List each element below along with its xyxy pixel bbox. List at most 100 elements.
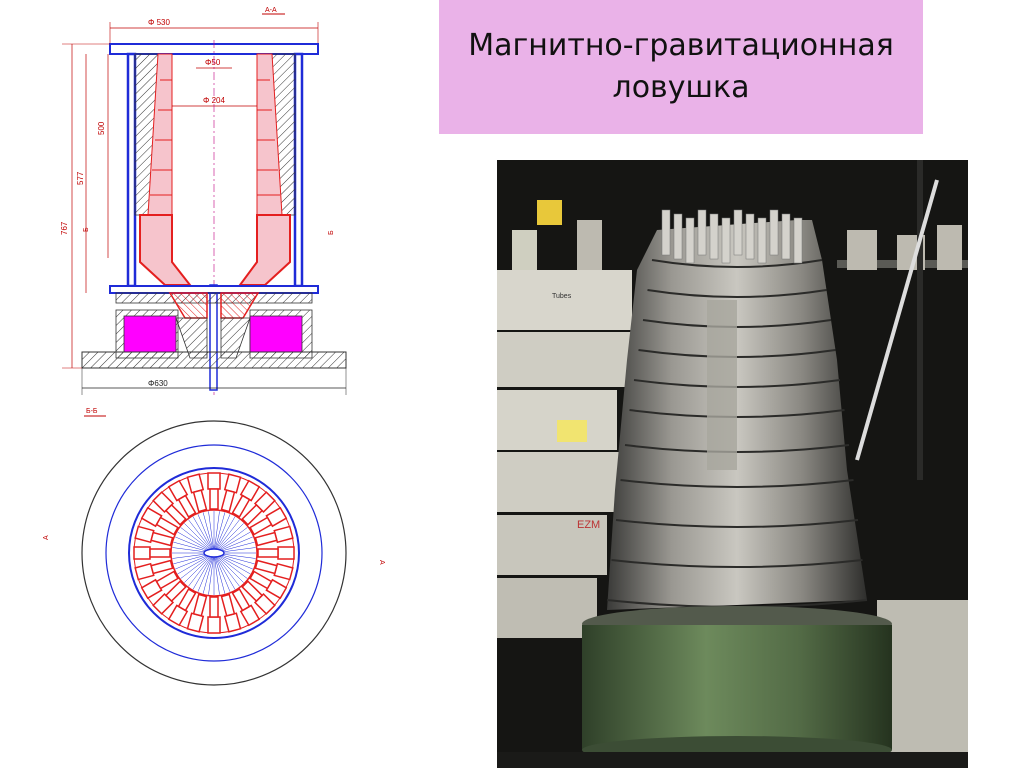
trap-ring	[611, 559, 863, 568]
svg-text:A-A: A-A	[265, 7, 277, 14]
spoke-line	[184, 523, 215, 554]
magnet-segment	[231, 479, 261, 518]
magnet-segment	[152, 491, 187, 526]
trap-ring	[647, 289, 827, 298]
spoke-line	[197, 552, 215, 592]
spoke-line	[213, 516, 236, 554]
trap-ring	[620, 479, 854, 488]
top-tube	[793, 217, 803, 264]
title-line-1: Магнитно-гравитационная	[468, 28, 894, 63]
magnet-segment	[220, 593, 242, 633]
top-tube	[673, 213, 683, 260]
lab-background: Tubes EZM	[497, 160, 968, 768]
magnet-segment	[186, 473, 208, 513]
spoke-line	[202, 512, 215, 554]
spoke-line	[188, 552, 215, 587]
spoke-line	[192, 552, 215, 590]
spoke-line	[184, 552, 215, 583]
side-mark-right: Б	[328, 230, 335, 235]
svg-text:Б-Б: Б-Б	[86, 408, 98, 415]
top-tube	[745, 213, 755, 260]
engineering-drawing: A-A Φ 530 Φ 204	[43, 7, 385, 686]
magnet-segment	[140, 506, 179, 536]
top-tube	[661, 209, 671, 256]
top-tube	[781, 213, 791, 260]
spoke-line	[213, 514, 231, 554]
magnet-segment	[207, 596, 221, 634]
magnet-segment	[241, 491, 276, 526]
svg-text:767: 767	[60, 221, 69, 235]
dim-top: Φ 530	[109, 18, 319, 44]
magnet-segment	[140, 570, 179, 600]
spoke-line	[197, 514, 215, 554]
section-mark-top: A-A	[262, 7, 285, 15]
left-magnet-stack	[134, 53, 193, 286]
magnet-segment	[167, 588, 197, 627]
dim-vertical: 767 577 500	[60, 43, 110, 369]
dim-inner: Φ 204 Φ50	[172, 58, 257, 107]
trap-ring	[615, 519, 859, 528]
magnet-segment	[207, 472, 221, 510]
spoke-line	[213, 552, 231, 592]
trap-photo: Tubes EZM	[497, 160, 968, 768]
spoke-line	[213, 552, 220, 595]
top-tube	[709, 213, 719, 260]
top-tube	[697, 209, 707, 256]
spoke-line	[180, 552, 215, 579]
spoke-line	[213, 511, 220, 554]
magnet-segment	[133, 546, 171, 560]
section-mark-bottom: Б-Б	[84, 408, 106, 417]
side-mark-left: Б	[83, 227, 90, 232]
spoke-line	[213, 523, 244, 554]
spoke-line	[213, 519, 240, 554]
spoke-line	[213, 527, 248, 554]
spoke-line	[213, 552, 240, 587]
magnet-segment	[249, 570, 288, 600]
top-tubes	[661, 209, 803, 264]
title-box: Магнитно-гравитационная ловушка	[439, 0, 923, 134]
spoke-line	[188, 519, 215, 554]
magnet-segment	[249, 506, 288, 536]
magnet-segment	[257, 546, 295, 560]
lower-section	[115, 292, 313, 359]
magnet-segment	[231, 588, 261, 627]
magnet-segment	[241, 580, 276, 615]
dim-base: Φ630	[81, 368, 347, 395]
right-magnet-stack	[238, 53, 296, 286]
photo-label-ezm: EZM	[577, 519, 600, 531]
spoke-line	[213, 552, 226, 594]
spoke-line	[192, 516, 215, 554]
side-mark-left2: A	[43, 535, 50, 540]
svg-text:577: 577	[76, 171, 85, 185]
photo-label-tubes: Tubes	[552, 293, 572, 300]
magnet-segment	[186, 593, 208, 633]
svg-text:Φ630: Φ630	[148, 379, 168, 388]
top-tube	[769, 209, 779, 256]
top-tube	[721, 217, 731, 264]
top-tube	[685, 217, 695, 264]
mid-flange	[109, 285, 319, 294]
svg-text:Φ50: Φ50	[205, 58, 221, 67]
trap-body	[497, 209, 968, 768]
spoke-line	[208, 552, 215, 595]
magnet-segment	[254, 559, 294, 581]
side-mark-right2: A	[378, 560, 385, 565]
magnet-segment	[152, 580, 187, 615]
magnet-segment	[167, 479, 197, 518]
title-line-2: ловушка	[612, 70, 750, 105]
magnet-segment	[254, 525, 294, 547]
spoke-line	[213, 552, 244, 583]
magnet-segments	[133, 472, 295, 634]
plan-view	[81, 420, 347, 686]
magnet-segment	[134, 525, 174, 547]
top-tube	[733, 209, 743, 256]
svg-text:Φ 530: Φ 530	[148, 18, 171, 27]
base-plate	[81, 351, 347, 369]
spokes	[172, 511, 256, 595]
magnet-segment	[220, 473, 242, 513]
spoke-line	[213, 552, 248, 579]
spoke-line	[213, 552, 236, 590]
spoke-line	[213, 512, 226, 554]
magnet-segment	[134, 559, 174, 581]
spoke-line	[180, 527, 215, 554]
